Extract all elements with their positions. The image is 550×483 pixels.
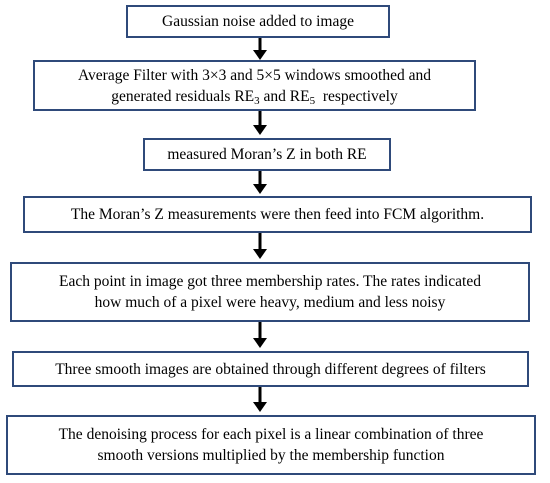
arrow-3 [250,171,270,196]
step-4-text: The Moran’s Z measurements were then fee… [70,206,485,223]
step-4-box: The Moran’s Z measurements were then fee… [23,196,532,233]
arrow-6 [250,387,270,414]
step-2-line-2: generated residuals RE3 and RE5 respecti… [111,86,397,107]
step-3-box: measured Moran’s Z in both RE [143,138,391,171]
arrow-2 [250,111,270,137]
step-6-box: Three smooth images are obtained through… [12,351,529,387]
step-2-line-2-middle: and RE [259,87,310,105]
step-2-line-1: Average Filter with 3×3 and 5×5 windows … [78,66,431,84]
step-6-text: Three smooth images are obtained through… [55,360,486,378]
step-2-box: Average Filter with 3×3 and 5×5 windows … [33,60,476,111]
step-5-box: Each point in image got three membership… [10,262,530,322]
step-2-sub-5: 5 [309,94,316,107]
step-2-sub-3: 3 [254,94,260,107]
arrow-4 [250,233,270,261]
step-7-box: The denoising process for each pixel is … [6,415,536,475]
step-5-line-2: how much of a pixel were heavy, medium a… [94,294,446,311]
step-5-line-1: Each point in image got three membership… [59,273,481,290]
step-3-text: measured Moran’s Z in both RE [167,146,367,163]
step-7-line-2: smooth versions multiplied by the member… [97,447,445,464]
arrow-1 [250,38,270,62]
step-1-text: Gaussian noise added to image [162,13,354,30]
step-2-line-2-suffix: respectively [315,87,398,105]
step-1-box: Gaussian noise added to image [126,5,390,38]
step-7-line-1: The denoising process for each pixel is … [58,426,484,443]
arrow-5 [250,322,270,350]
step-2-line-2-prefix: generated residuals RE [111,87,255,105]
